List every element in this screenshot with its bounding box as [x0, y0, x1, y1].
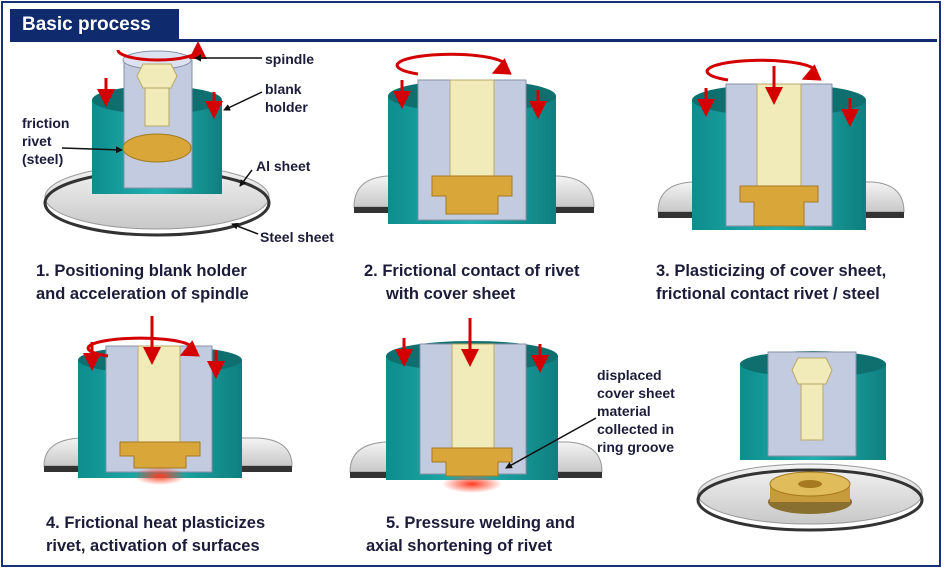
step-1-caption: 1. Positioning blank holder and accelera… — [36, 262, 249, 303]
label-blank-holder: blank holder — [265, 81, 308, 115]
step-4-caption: 4. Frictional heat plasticizes rivet, ac… — [46, 514, 266, 555]
leader-blank-holder — [223, 91, 263, 111]
leader-rivet — [61, 146, 123, 154]
step-5-caption: 5. Pressure welding and axial shortening… — [366, 514, 575, 555]
panel-6-illustration — [696, 351, 924, 532]
rivet-head — [431, 175, 513, 215]
rotation-arrow — [116, 41, 207, 62]
rivet-remnant — [800, 383, 824, 441]
label-al-sheet: Al sheet — [256, 158, 311, 174]
rivet-head — [739, 185, 819, 227]
panel-2-illustration — [353, 52, 595, 224]
heat-zone — [134, 467, 186, 485]
step-2-caption: 2. Frictional contact of rivet with cove… — [364, 262, 580, 303]
rivet-shank — [449, 79, 495, 191]
rivet-head — [122, 133, 192, 163]
panel-1-illustration — [43, 41, 271, 237]
leader-al-sheet — [239, 169, 253, 187]
label-steel-sheet: Steel sheet — [260, 229, 334, 245]
panel-3-illustration — [657, 58, 905, 230]
rivet-shank — [137, 345, 181, 443]
section-title: Basic process — [10, 9, 179, 41]
panel-4-illustration — [43, 316, 293, 485]
label-friction-rivet: friction rivet (steel) — [22, 115, 70, 167]
title-rule — [10, 39, 937, 42]
panel-5-illustration — [349, 318, 603, 493]
label-spindle: spindle — [265, 51, 315, 67]
rivet-hex — [136, 63, 178, 89]
label-displaced-material: displaced cover sheet material collected… — [597, 367, 675, 455]
rivet-shank — [451, 343, 495, 449]
leader-ring-groove — [505, 417, 597, 469]
step-3-caption: 3. Plasticizing of cover sheet, friction… — [656, 262, 887, 303]
leader-steel-sheet — [231, 222, 259, 235]
heat-zone — [442, 475, 502, 493]
rivet-head — [431, 447, 513, 477]
rivet-head — [119, 441, 201, 469]
rivet-shank — [756, 83, 802, 195]
